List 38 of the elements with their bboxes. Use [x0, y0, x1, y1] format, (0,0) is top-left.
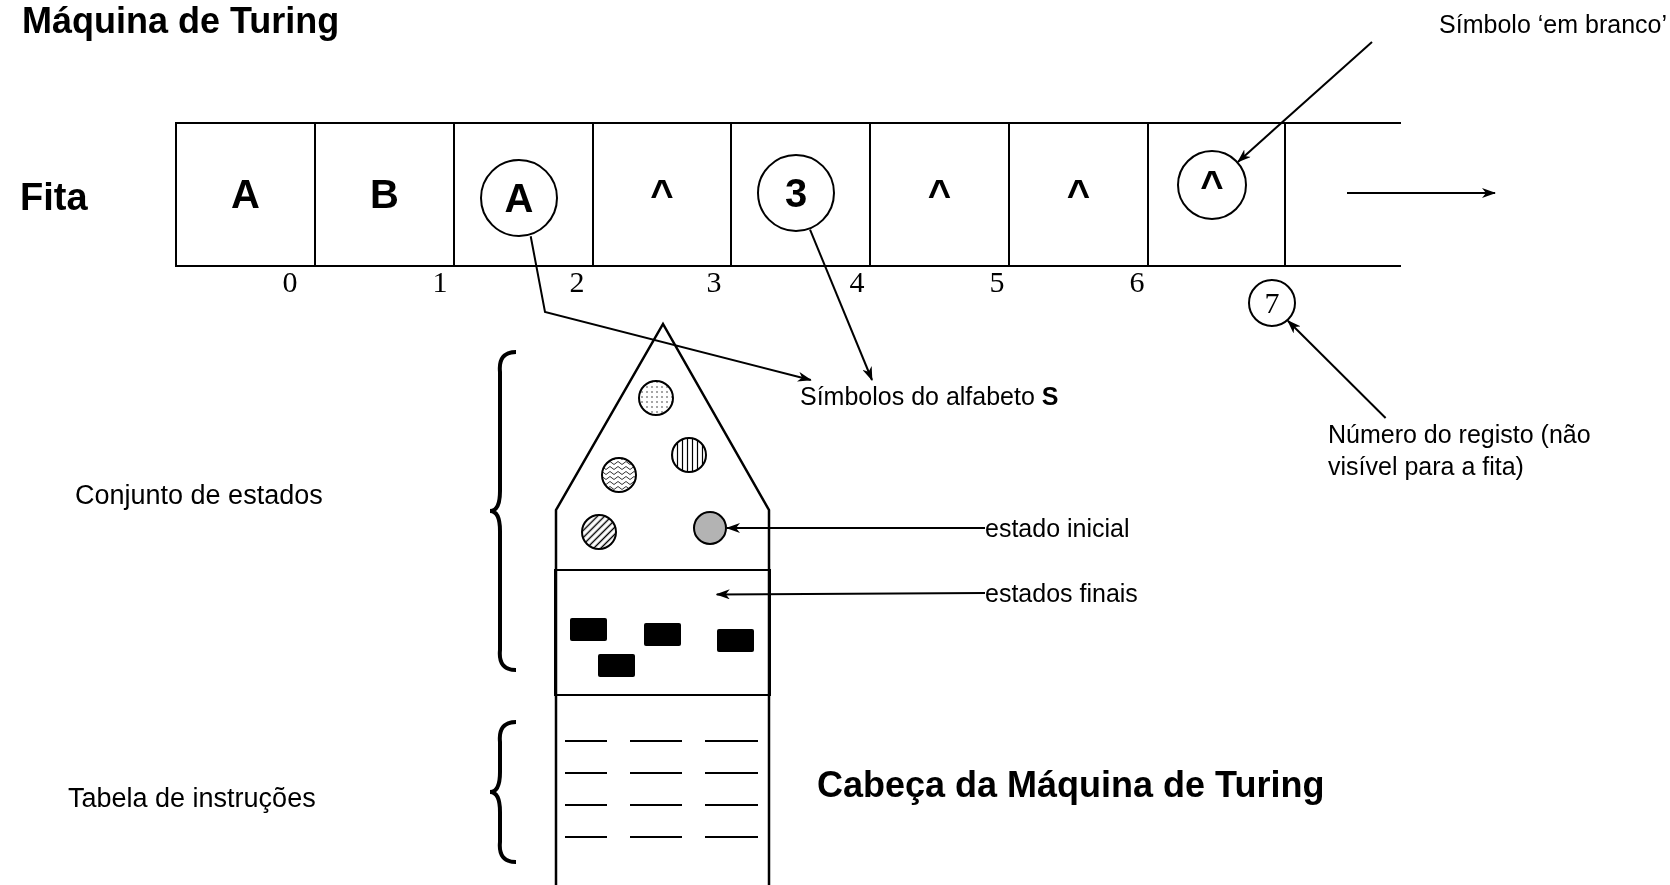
- bracket-label: Conjunto de estados: [75, 480, 323, 511]
- annotation-text: estado inicial: [985, 512, 1185, 544]
- initial-state-circle: [693, 511, 727, 545]
- arrow: [1236, 41, 1373, 163]
- arrow: [715, 589, 986, 600]
- cell-index-number: 0: [281, 265, 299, 299]
- annotation-text: Símbolos do alfabeto S: [800, 380, 1160, 414]
- arrow: [1286, 319, 1387, 419]
- symbol-circle: ^: [1177, 150, 1247, 220]
- symbol-circle: A: [480, 159, 558, 237]
- tape-cell: ^: [869, 122, 1008, 267]
- title: Máquina de Turing: [22, 0, 340, 42]
- tape-cell: [453, 122, 592, 267]
- open-tape-end: [1286, 122, 1401, 267]
- symbol-circle: 3: [757, 154, 835, 232]
- annotation-text: Símbolo ‘em branco’: [1372, 8, 1667, 42]
- final-states-section: [554, 569, 771, 696]
- arrow: [726, 523, 986, 533]
- cell-index-number: 4: [848, 265, 866, 299]
- cell-index-number: 3: [705, 265, 723, 299]
- cell-index-number: 1: [431, 265, 449, 299]
- cell-index-number: 5: [988, 265, 1006, 299]
- arrow: [809, 228, 873, 381]
- tape-cell: [1147, 122, 1286, 267]
- bracket-label: Tabela de instruções: [68, 783, 316, 814]
- annotation-text: Número do registo (não visível para a fita): [1328, 418, 1648, 484]
- tape-label: Fita: [20, 176, 88, 219]
- tape-cell: A: [175, 122, 314, 267]
- tape-cell: B: [314, 122, 453, 267]
- register-number-circle: 7: [1248, 279, 1296, 327]
- tape-cell: ^: [592, 122, 730, 267]
- tape-cell: [730, 122, 869, 267]
- annotation-text: estados finais: [985, 577, 1185, 609]
- arrow: [529, 235, 812, 382]
- cell-index-number: 2: [568, 265, 586, 299]
- heading-text: Cabeça da Máquina de Turing: [817, 764, 1325, 806]
- cell-index-number: 6: [1128, 265, 1146, 299]
- tape-cell: ^: [1008, 122, 1147, 267]
